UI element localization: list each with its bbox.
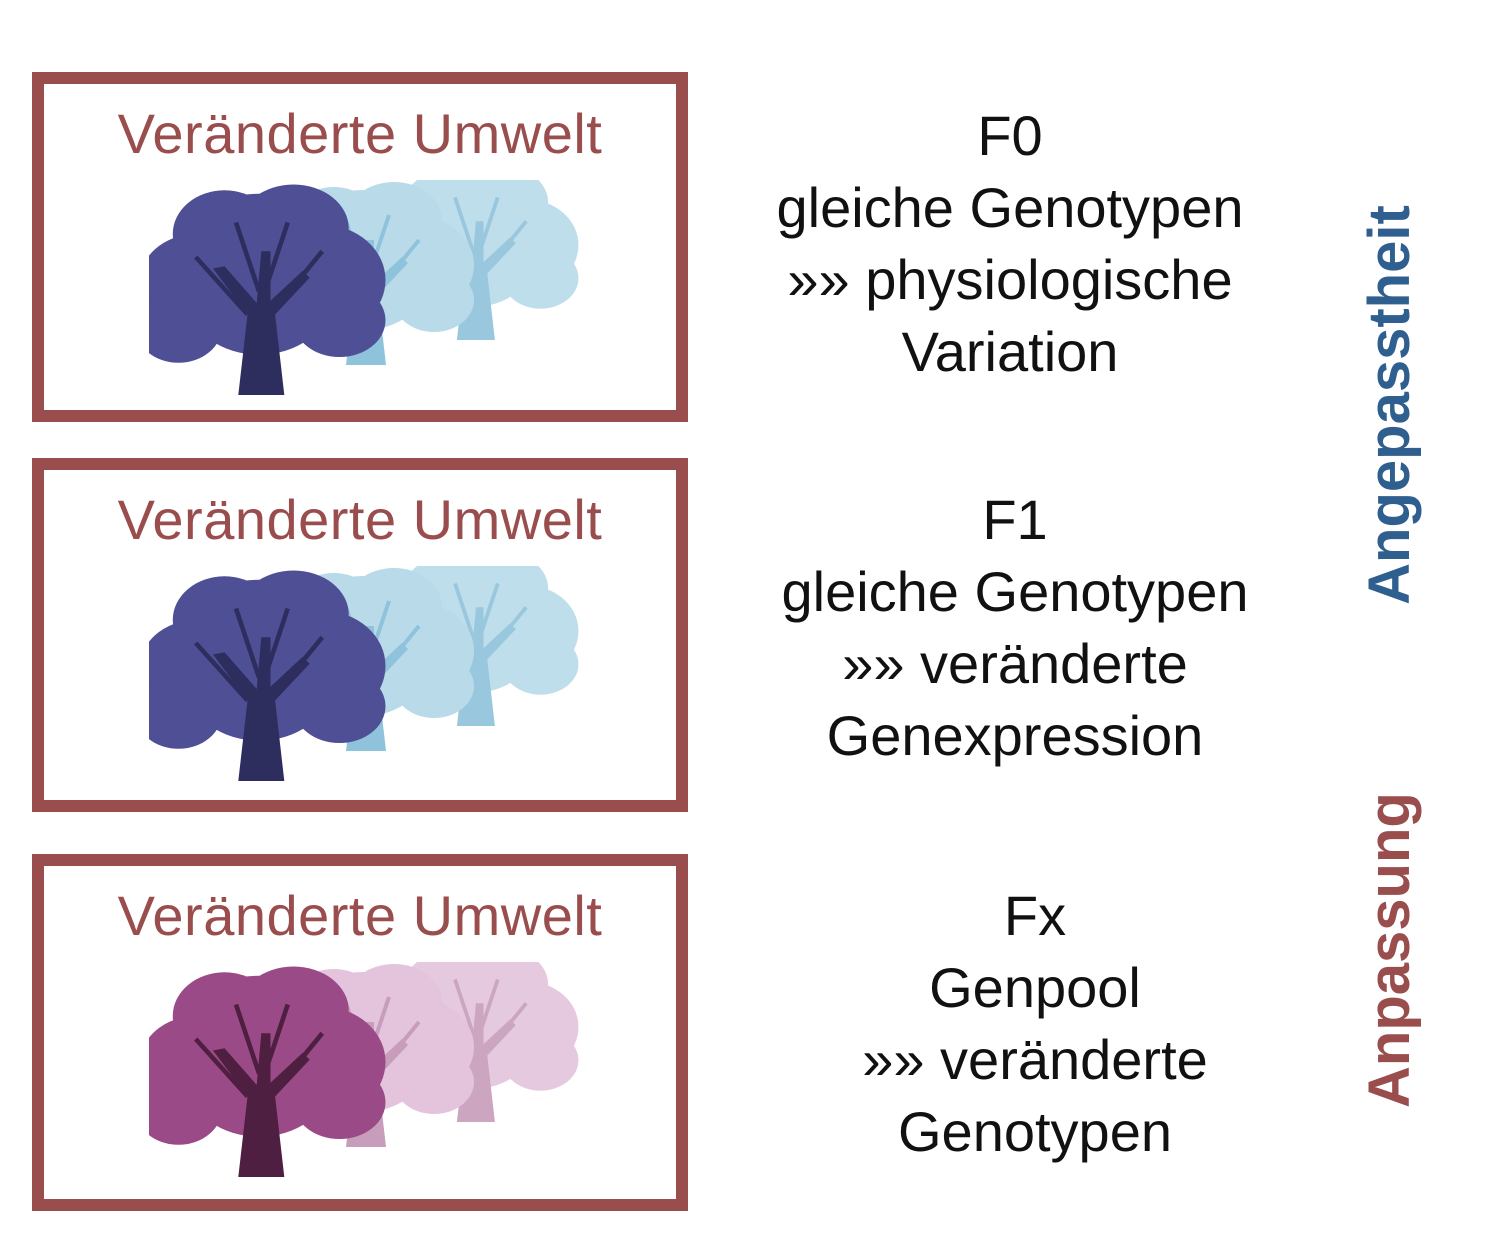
description-f1: F1 gleiche Genotypen »» veränderte Genex…: [725, 484, 1305, 772]
panel-title: Veränderte Umwelt: [117, 102, 603, 165]
panel-title: Veränderte Umwelt: [117, 884, 603, 947]
generation-label: F0: [977, 104, 1043, 167]
panel-title: Veränderte Umwelt: [117, 488, 603, 551]
description-line: »» physiologische: [787, 248, 1233, 311]
description-fx: Fx Genpool »» veränderte Genotypen: [745, 880, 1325, 1168]
trees-illustration: [149, 180, 579, 395]
description-line: »» veränderte: [842, 632, 1188, 695]
generation-label: F1: [982, 488, 1048, 551]
panel-fx: Veränderte Umwelt: [32, 854, 688, 1211]
generation-label: Fx: [1003, 884, 1067, 947]
description-line: Genpool: [929, 956, 1141, 1019]
description-line: gleiche Genotypen: [781, 560, 1249, 623]
tree-dark-front: [149, 966, 386, 1177]
description-line: Variation: [901, 320, 1119, 383]
description-line: Genexpression: [826, 704, 1204, 767]
description-line: Genotypen: [898, 1100, 1172, 1163]
side-label-angepasstheit: Angepasstheit: [1357, 205, 1422, 605]
trees-illustration: [149, 962, 579, 1177]
panel-f0: Veränderte Umwelt: [32, 72, 688, 422]
side-label-anpassung: Anpassung: [1357, 792, 1422, 1108]
tree-dark-front: [149, 184, 386, 395]
description-line: »» veränderte: [862, 1028, 1208, 1091]
tree-dark-front: [149, 570, 386, 781]
description-line: gleiche Genotypen: [776, 176, 1244, 239]
panel-f1: Veränderte Umwelt: [32, 458, 688, 812]
trees-illustration: [149, 566, 579, 781]
description-f0: F0 gleiche Genotypen »» physiologische V…: [720, 100, 1300, 388]
